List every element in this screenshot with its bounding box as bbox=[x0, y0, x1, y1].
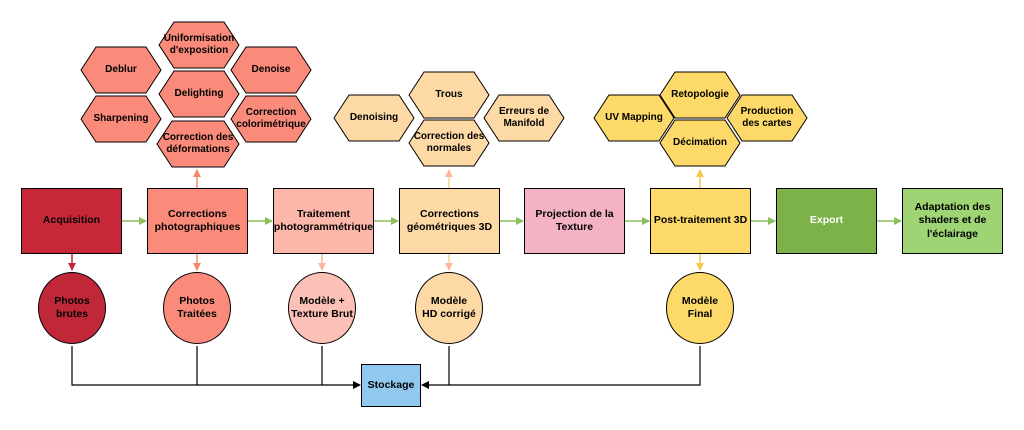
hex-decimation-label: Décimation bbox=[673, 136, 727, 148]
hex-cluster-geo bbox=[333, 71, 565, 167]
step-acquisition: Acquisition bbox=[21, 188, 122, 254]
hex-cluster-post bbox=[593, 71, 808, 167]
hex-denoising-label: Denoising bbox=[349, 111, 399, 123]
hex-deblur bbox=[80, 46, 162, 94]
hex-correction-normales-label: Correction des normales bbox=[413, 130, 485, 155]
line-photos-brutes-to-storage bbox=[71, 346, 361, 389]
step-adaptation: Adaptation des shaders et de l'éclairage bbox=[902, 188, 1003, 254]
line-modele-final-to-storage bbox=[421, 346, 701, 389]
hex-delighting bbox=[158, 70, 240, 118]
hex-production-cartes bbox=[726, 94, 808, 142]
hex-erreurs-manifold-label: Erreurs de Manifold bbox=[498, 105, 550, 130]
hex-cluster-photo bbox=[80, 21, 312, 168]
hex-decimation bbox=[659, 119, 741, 167]
hex-sharpening-label: Sharpening bbox=[93, 112, 149, 124]
hex-production-cartes-label: Production des cartes bbox=[740, 105, 794, 130]
hex-denoise bbox=[230, 46, 312, 94]
hex-deblur-label: Deblur bbox=[105, 63, 137, 75]
step-projection-texture: Projection de la Texture bbox=[524, 188, 625, 254]
hex-uv-mapping bbox=[593, 94, 675, 142]
output-modele-hd-corrige: Modèle HD corrigé bbox=[415, 272, 483, 344]
step-export: Export bbox=[776, 188, 877, 254]
step-corrections-photographiques: Corrections photographiques bbox=[147, 188, 248, 254]
step-corrections-geometriques: Corrections géométriques 3D bbox=[399, 188, 500, 254]
hex-delighting-label: Delighting bbox=[174, 87, 224, 99]
output-photos-brutes: Photos brutes bbox=[38, 272, 106, 344]
hex-correction-colorimetrique bbox=[230, 95, 312, 143]
hex-correction-deformations-label: Correction des déformations bbox=[162, 131, 234, 156]
hex-correction-normales bbox=[408, 119, 490, 167]
step-traitement-photogrammetrique: Traitement photogrammétrique bbox=[273, 188, 374, 254]
output-modele-final: Modèle Final bbox=[666, 272, 734, 344]
hex-trous bbox=[408, 71, 490, 119]
hex-sharpening bbox=[80, 95, 162, 143]
output-modele-texture-brut: Modèle + Texture Brut bbox=[288, 272, 356, 344]
hex-uv-mapping-label: UV Mapping bbox=[605, 111, 663, 123]
hex-correction-colorimetrique-label: Correction colorimétrique bbox=[236, 106, 306, 131]
hex-denoise-label: Denoise bbox=[251, 63, 291, 75]
hex-uniformisation bbox=[158, 21, 240, 69]
hex-retopologie-label: Retopologie bbox=[671, 88, 729, 100]
hex-correction-deformations bbox=[156, 120, 240, 168]
hex-trous-label: Trous bbox=[435, 88, 463, 100]
storage-box: Stockage bbox=[361, 364, 421, 407]
hex-erreurs-manifold bbox=[483, 94, 565, 142]
hex-retopologie bbox=[659, 71, 741, 119]
output-photos-traitees: Photos Traitées bbox=[163, 272, 231, 344]
hex-denoising bbox=[333, 94, 415, 142]
step-post-traitement: Post-traitement 3D bbox=[650, 188, 751, 254]
hex-uniformisation-label: Uniformisation d'exposition bbox=[163, 32, 235, 57]
